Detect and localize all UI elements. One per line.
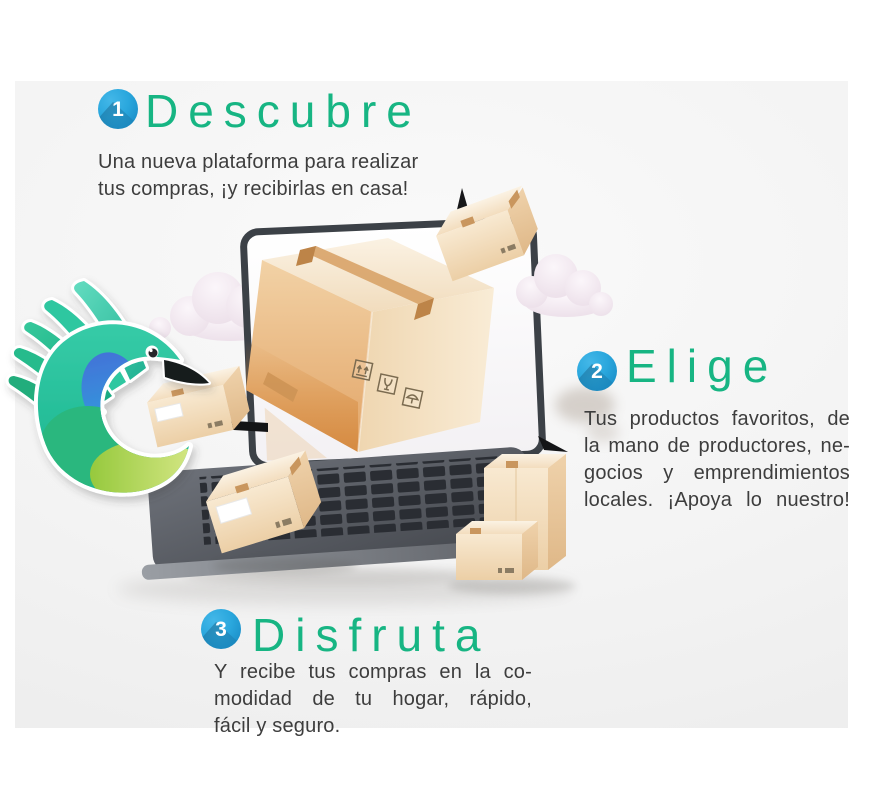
body-line: gocios y emprendimientos bbox=[584, 462, 850, 484]
step-3-badge: 3 bbox=[201, 609, 241, 649]
box-shadow bbox=[213, 558, 357, 574]
this-side-up-icon bbox=[351, 359, 374, 382]
box-top-right bbox=[436, 185, 538, 282]
laptop-shadow bbox=[117, 567, 573, 605]
body-line: modidad de tu hogar, rápido, bbox=[214, 688, 532, 710]
keep-dry-icon bbox=[401, 387, 424, 410]
step-2-title: Elige bbox=[626, 340, 779, 392]
step-1-badge: 1 bbox=[98, 89, 138, 129]
bird-eye bbox=[145, 345, 159, 359]
box-right-small bbox=[456, 521, 538, 580]
bird-beak bbox=[162, 358, 211, 386]
body-line: tus compras, ¡y recibirlas en casa! bbox=[98, 178, 409, 200]
step-1-body: Una nueva plataforma para realizar tus c… bbox=[98, 149, 450, 203]
body-line: Tus productos favoritos, de bbox=[584, 408, 850, 430]
body-line: Y recibe tus compras en la co- bbox=[214, 661, 532, 683]
body-line: locales. ¡Apoya lo nuestro! bbox=[584, 489, 850, 511]
hummingbird-logo bbox=[5, 278, 211, 497]
fragile-icon bbox=[376, 373, 399, 396]
body-line: fácil y seguro. bbox=[214, 715, 341, 737]
box-shadow bbox=[448, 578, 576, 594]
step-3-body: Y recibe tus compras en la co- modidad d… bbox=[214, 659, 532, 740]
step-number: 3 bbox=[215, 617, 227, 641]
body-line: la mano de productores, ne- bbox=[584, 435, 850, 457]
screen-arm bbox=[538, 436, 568, 452]
big-cardboard-box bbox=[246, 238, 494, 453]
step-2-badge: 2 bbox=[577, 351, 617, 391]
step-number: 1 bbox=[112, 97, 124, 121]
step-3-title: Disfruta bbox=[252, 609, 491, 661]
body-line: Una nueva plataforma para realizar bbox=[98, 151, 419, 173]
smoke-smudge bbox=[555, 387, 619, 442]
box-bottom-front bbox=[205, 450, 322, 554]
cloud-right bbox=[516, 254, 613, 317]
step-2-body: Tus productos favoritos, de la mano de p… bbox=[584, 406, 850, 514]
step-number: 2 bbox=[591, 359, 603, 383]
step-1-title: Descubre bbox=[145, 85, 422, 137]
